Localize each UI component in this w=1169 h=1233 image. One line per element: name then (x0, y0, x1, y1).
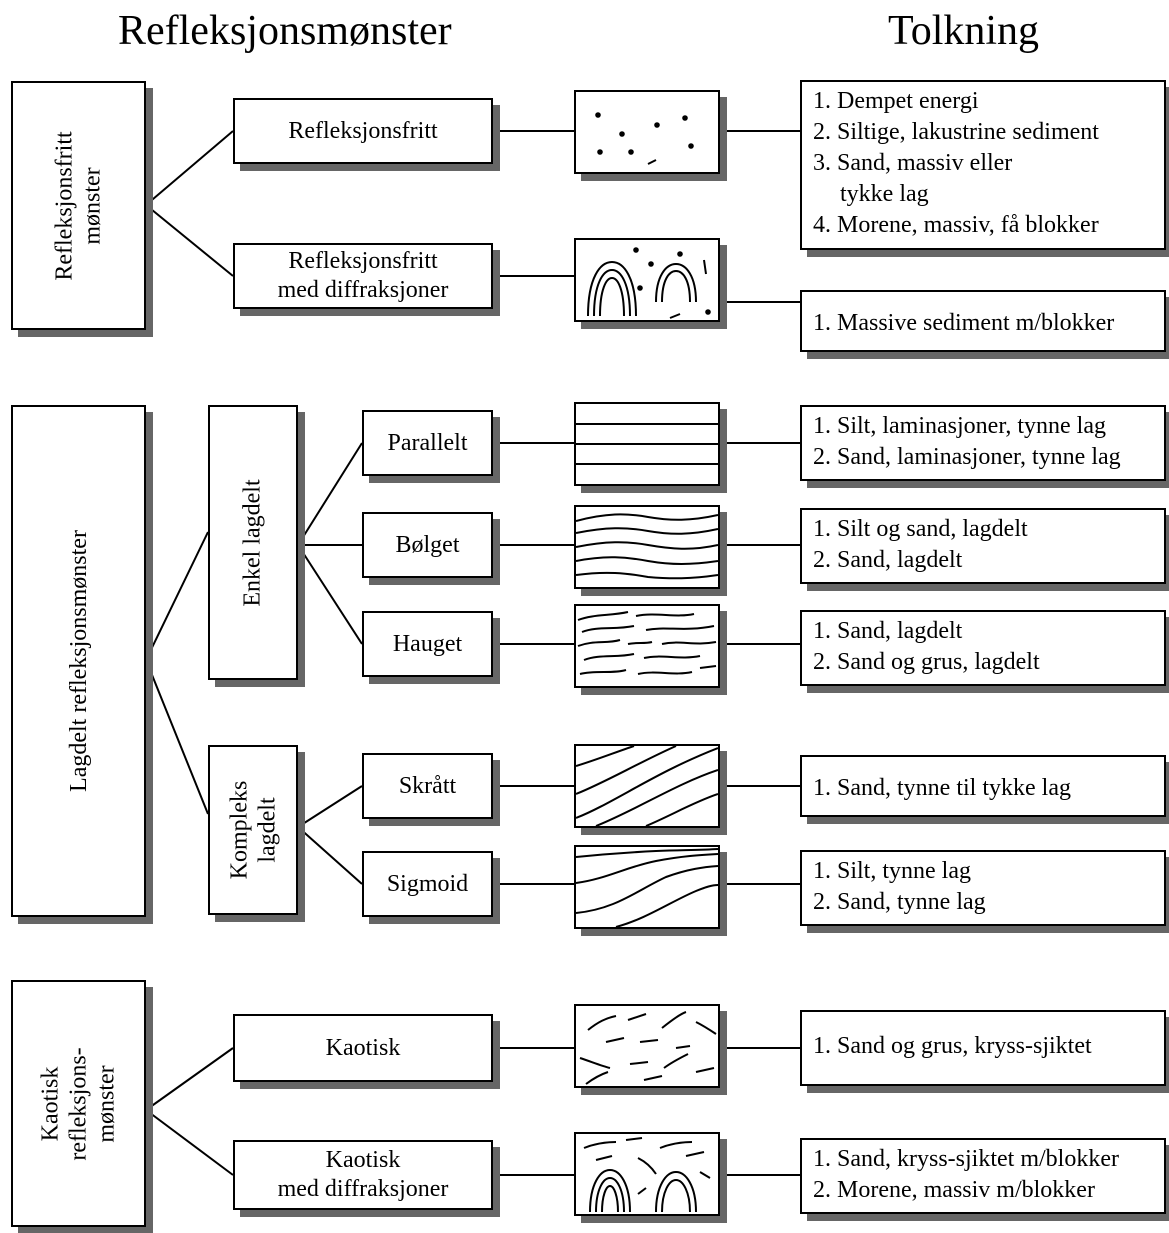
wavy-lines-pattern (574, 505, 720, 589)
interpretation-line: 2. Sand og grus, lagdelt (813, 649, 1040, 675)
subcategory-simple-layered: Enkel lagdelt (208, 405, 298, 680)
pattern-label-line: Kaotisk (325, 1147, 401, 1173)
category-label-line: Refleksjonsfritt (51, 130, 78, 281)
category-label-line: mønster (79, 166, 106, 245)
pattern-label-line: med diffraksjoner (277, 277, 449, 303)
interpretation-box: 1. Massive sediment m/blokker (800, 290, 1166, 352)
interpretation-box: 1. Silt og sand, lagdelt 2. Sand, lagdel… (800, 508, 1166, 584)
subcategory-complex-layered: Kompleks lagdelt (208, 745, 298, 915)
interpretation-line: 2. Morene, massiv m/blokker (813, 1177, 1095, 1203)
parallel-lines-pattern (574, 402, 720, 486)
interpretation-line: 1. Sand, lagdelt (813, 618, 963, 644)
interpretation-line: 1. Sand, tynne til tykke lag (813, 775, 1071, 801)
right-column-header: Tolkning (888, 8, 1040, 54)
interpretation-line: 1. Massive sediment m/blokker (813, 310, 1115, 336)
interpretation-line: 4. Morene, massiv, få blokker (813, 212, 1099, 238)
interpretation-line: 3. Sand, massiv eller (813, 150, 1013, 176)
pattern-label-line: Kaotisk (325, 1034, 401, 1061)
pattern-label-box: Parallelt (362, 410, 493, 476)
pattern-label-box: Skrått (362, 753, 493, 819)
left-column-header: Refleksjonsmønster (118, 8, 452, 54)
diffraction-hyperbola-pattern (574, 238, 720, 322)
pattern-label-line: Skrått (398, 772, 457, 799)
interpretation-box: 1. Dempet energi 2. Siltige, lakustrine … (800, 80, 1166, 250)
interpretation-box: 1. Sand og grus, kryss-sjiktet (800, 1010, 1166, 1086)
interpretation-line: 2. Sand, tynne lag (813, 889, 986, 915)
interpretation-box: 1. Sand, kryss-sjiktet m/blokker 2. More… (800, 1138, 1166, 1214)
subcategory-label-line: Kompleks (226, 780, 253, 880)
oblique-lines-pattern (574, 744, 720, 828)
interpretation-line: tykke lag (840, 181, 929, 207)
pattern-label-box: Hauget (362, 611, 493, 677)
pattern-label-box: Kaotisk med diffraksjoner (233, 1140, 493, 1210)
pattern-label-line: med diffraksjoner (277, 1176, 449, 1202)
sigmoid-lines-pattern (574, 845, 720, 929)
pattern-label-line: Parallelt (387, 429, 468, 456)
pattern-label-box: Refleksjonsfritt (233, 98, 493, 164)
pattern-label-box: Kaotisk (233, 1014, 493, 1082)
interpretation-box: 1. Silt, tynne lag 2. Sand, tynne lag (800, 850, 1166, 926)
category-reflection-free: Refleksjonsfritt mønster (11, 81, 146, 330)
hummocky-lines-pattern (574, 604, 720, 688)
pattern-label-line: Sigmoid (386, 870, 469, 897)
interpretation-line: 1. Dempet energi (813, 88, 979, 114)
interpretation-line: 1. Silt, laminasjoner, tynne lag (813, 413, 1106, 439)
interpretation-box: 1. Sand, tynne til tykke lag (800, 755, 1166, 817)
interpretation-box: 1. Sand, lagdelt 2. Sand og grus, lagdel… (800, 610, 1166, 686)
category-label-line: mønster (93, 1064, 120, 1143)
category-layered: Lagdelt refleksjonsmønster (11, 405, 146, 917)
interpretation-line: 2. Sand, laminasjoner, tynne lag (813, 444, 1121, 470)
pattern-label-line: Refleksjonsfritt (288, 117, 438, 144)
scattered-dots-pattern (574, 90, 720, 174)
pattern-label-box: Bølget (362, 512, 493, 578)
category-label-line: Kaotisk (37, 1066, 64, 1141)
chaotic-diffraction-pattern (574, 1132, 720, 1216)
pattern-label-line: Bølget (395, 531, 460, 558)
pattern-label-line: Refleksjonsfritt (288, 248, 438, 274)
interpretation-line: 1. Silt, tynne lag (813, 858, 971, 884)
interpretation-line: 1. Sand og grus, kryss-sjiktet (813, 1033, 1092, 1059)
interpretation-line: 2. Sand, lagdelt (813, 547, 963, 573)
pattern-label-box: Refleksjonsfritt med diffraksjoner (233, 243, 493, 309)
pattern-label-box: Sigmoid (362, 851, 493, 917)
category-chaotic: Kaotisk refleksjons- mønster (11, 980, 146, 1227)
pattern-label-line: Hauget (392, 630, 463, 657)
interpretation-line: 1. Silt og sand, lagdelt (813, 516, 1028, 542)
subcategory-label-line: Enkel lagdelt (240, 478, 267, 607)
category-label-line: Lagdelt refleksjonsmønster (65, 530, 92, 792)
category-label-line: refleksjons- (65, 1046, 92, 1161)
subcategory-label-line: lagdelt (254, 797, 281, 863)
chaotic-dashes-pattern (574, 1004, 720, 1088)
interpretation-line: 1. Sand, kryss-sjiktet m/blokker (813, 1146, 1119, 1172)
interpretation-line: 2. Siltige, lakustrine sediment (813, 119, 1099, 145)
interpretation-box: 1. Silt, laminasjoner, tynne lag 2. Sand… (800, 405, 1166, 481)
